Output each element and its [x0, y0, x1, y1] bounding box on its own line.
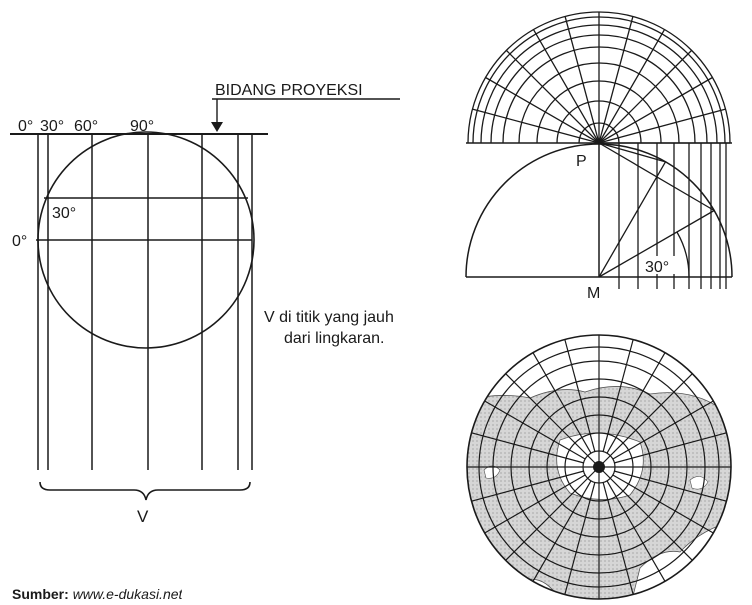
polar-construction: [465, 11, 733, 289]
angle-30-label: 30°: [645, 259, 669, 276]
v-label: V: [137, 507, 149, 526]
meridian-line: [471, 432, 584, 464]
polar-spoke: [598, 16, 634, 144]
polar-spoke: [598, 76, 713, 144]
angle-label-60: 60°: [74, 118, 98, 135]
meridian-line: [614, 432, 727, 464]
point-p-label: P: [576, 153, 587, 170]
angle-label-30: 30°: [40, 118, 64, 135]
polar-spoke: [598, 108, 726, 144]
projection-lines: [37, 134, 253, 470]
angle-label-0: 0°: [18, 118, 33, 135]
polar-spoke: [598, 49, 693, 144]
radius-60: [598, 161, 667, 278]
note-line-2: dari lingkaran.: [284, 330, 385, 347]
polar-map: [466, 334, 732, 600]
meridian-line: [602, 482, 634, 595]
polar-spoke: [564, 16, 600, 144]
v-brace: [39, 481, 251, 501]
meridian-line: [532, 480, 592, 582]
polar-spoke: [472, 108, 600, 144]
plane-arrow-head: [211, 122, 223, 132]
graticule: [466, 334, 732, 600]
lat-30-label-bg: [50, 202, 86, 220]
meridian-line: [602, 339, 634, 452]
meridian-line: [484, 400, 586, 460]
meridian-line: [606, 480, 666, 582]
chord-30: [598, 142, 715, 212]
angle-label-90: 90°: [130, 118, 154, 135]
meridian-line: [612, 474, 714, 534]
polar-spoke: [532, 29, 600, 144]
meridian-line: [606, 352, 666, 454]
latitude-label-30: 30°: [52, 205, 76, 222]
polar-spoke: [505, 49, 600, 144]
polar-spoke: [485, 76, 600, 144]
chord-60: [598, 142, 666, 163]
projection-construction: [10, 98, 400, 501]
meridian-line: [532, 352, 592, 454]
projection-plane-label: BIDANG PROYEKSI: [215, 82, 363, 99]
meridian-line: [484, 474, 586, 534]
angle-arc: [676, 231, 690, 278]
meridian-line: [612, 400, 714, 460]
angle-label-bg: [643, 256, 677, 274]
radius-30: [598, 209, 715, 278]
meridian-line: [505, 373, 600, 468]
source-caption: Sumber: www.e-dukasi.net: [12, 586, 183, 600]
pole-dot: [593, 461, 605, 473]
note-line-1: V di titik yang jauh: [264, 309, 394, 326]
latitude-label-0: 0°: [12, 233, 27, 250]
meridian-line: [598, 466, 693, 561]
polar-spoke: [598, 29, 666, 144]
meridian-line: [564, 482, 596, 595]
meridian-line: [598, 373, 693, 468]
meridian-line: [614, 470, 727, 502]
meridian-line: [564, 339, 596, 452]
point-m-label: M: [587, 285, 600, 302]
meridian-line: [471, 470, 584, 502]
meridian-line: [505, 466, 600, 561]
